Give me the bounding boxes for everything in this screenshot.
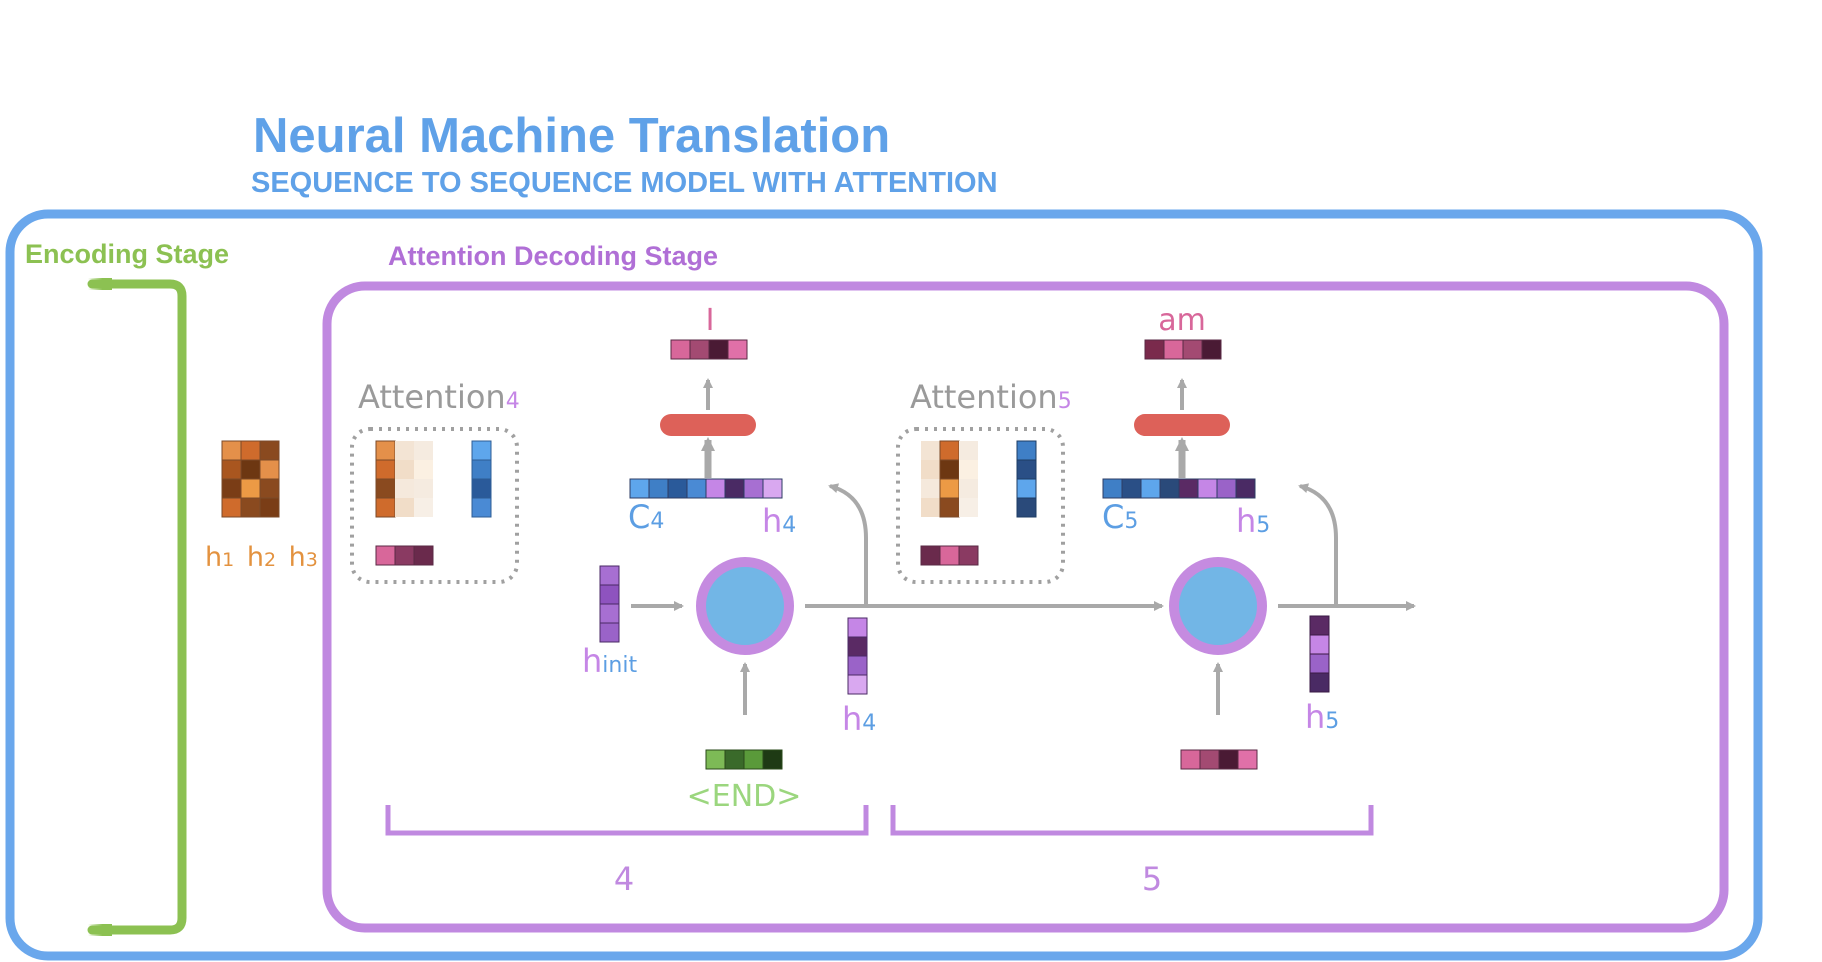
input-vector-5 bbox=[1180, 749, 1258, 770]
attention-4-label: Attention4 bbox=[358, 378, 520, 416]
ffnn-5 bbox=[1134, 414, 1230, 436]
decoding-frame bbox=[322, 281, 1729, 933]
rnn-node-5 bbox=[1169, 557, 1267, 655]
step-4-bracket bbox=[385, 805, 869, 836]
end-token-vector bbox=[705, 749, 783, 770]
attention-4-query-vector bbox=[375, 545, 434, 566]
outer-frame bbox=[5, 209, 1763, 961]
page-title: Neural Machine Translation bbox=[253, 109, 890, 163]
page-subtitle: SEQUENCE TO SEQUENCE MODEL WITH ATTENTIO… bbox=[251, 167, 998, 199]
hidden-4-bottom-label: h4 bbox=[842, 700, 876, 738]
h-init-label: hinit bbox=[582, 642, 637, 680]
attention-5-weighted-states bbox=[921, 440, 978, 518]
rnn-node-4 bbox=[696, 557, 794, 655]
hidden-5-top-label: h5 bbox=[1236, 502, 1270, 540]
ffnn-4 bbox=[660, 414, 756, 436]
encoder-hidden-labels: h1 h2 h3 bbox=[205, 542, 318, 573]
step-4-number: 4 bbox=[614, 860, 634, 898]
step-5-number: 5 bbox=[1142, 860, 1162, 898]
hidden-5-to-concat-arrow bbox=[1298, 483, 1338, 606]
context-5-label: C5 bbox=[1102, 498, 1138, 536]
hidden-4-vector bbox=[847, 617, 868, 695]
context-4-label: C4 bbox=[628, 498, 664, 536]
h-init-vector bbox=[599, 565, 620, 643]
attention-4-context-vector bbox=[471, 440, 492, 518]
encoding-bracket bbox=[87, 278, 187, 936]
end-token-label: <END> bbox=[687, 779, 802, 814]
encoding-stage-label: Encoding Stage bbox=[25, 239, 229, 269]
hidden-5-bottom-label: h5 bbox=[1305, 698, 1339, 736]
hidden-4-to-concat-arrow bbox=[828, 483, 868, 606]
output-word-5: am bbox=[1158, 303, 1206, 338]
step-5-bracket bbox=[890, 805, 1374, 836]
attention-4-box bbox=[350, 427, 519, 584]
decoding-stage-label: Attention Decoding Stage bbox=[388, 241, 718, 271]
attention-5-context-vector bbox=[1016, 440, 1037, 518]
attention-5-box bbox=[896, 427, 1065, 584]
attention-5-query-vector bbox=[920, 545, 979, 566]
concat-vector-4 bbox=[629, 478, 783, 499]
concat-vector-5 bbox=[1102, 478, 1256, 499]
attention-4-weighted-states bbox=[375, 440, 433, 518]
output-word-4: I bbox=[706, 303, 715, 338]
hidden-4-top-label: h4 bbox=[762, 502, 796, 540]
hidden-5-vector bbox=[1309, 615, 1330, 693]
output-vector-4 bbox=[670, 339, 748, 360]
encoder-hidden-matrix bbox=[221, 440, 280, 518]
output-vector-5 bbox=[1144, 339, 1222, 360]
attention-5-label: Attention5 bbox=[910, 378, 1072, 416]
